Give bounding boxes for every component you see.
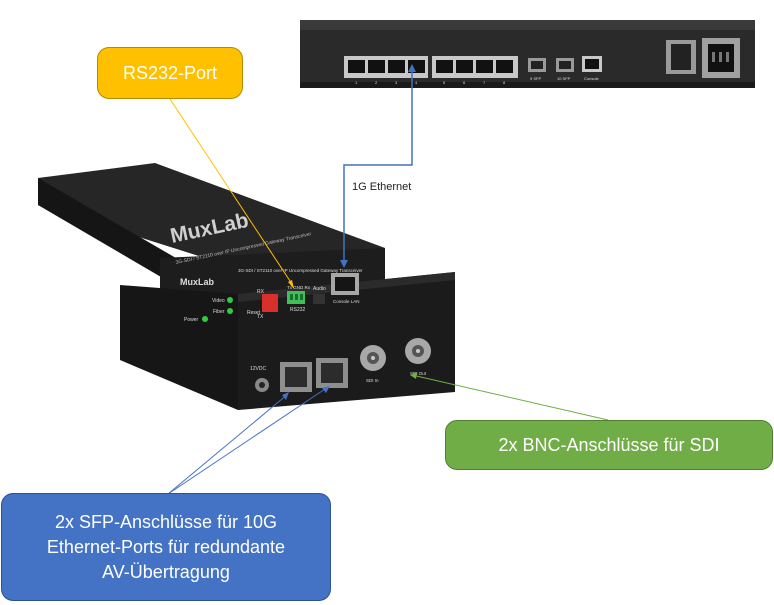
arrow-up-icon — [408, 64, 416, 72]
switch-port-group-2 — [432, 56, 518, 78]
bnc-leader-line — [411, 374, 609, 421]
dip-switch — [262, 294, 278, 312]
switch-port-group-1 — [344, 56, 428, 78]
sfp-callout-line-2: Ethernet-Ports für redundante — [46, 536, 286, 557]
power-led-label: Power — [184, 317, 199, 323]
video-led — [227, 297, 233, 303]
bnc-connectors-callout: 2x BNC-Anschlüsse für SDI — [445, 420, 773, 470]
rs232-label: RS232 — [290, 307, 306, 313]
rs232-leader-line — [169, 98, 293, 285]
arrow-icon — [288, 280, 294, 289]
switch-port-label: 7 — [483, 80, 486, 85]
arrow-icon — [282, 392, 289, 400]
sfp-leader-line-2 — [167, 386, 329, 495]
sfp-ports-callout: 2x SFP-Anschlüsse für 10G Ethernet-Ports… — [1, 493, 331, 601]
bnc-callout-text: 2x BNC-Anschlüsse für SDI — [498, 434, 720, 455]
switch-port-label: 6 — [463, 80, 466, 85]
switch-port-label: 5 — [443, 80, 446, 85]
switch-port-label: 4 — [415, 80, 418, 85]
gateway-transceiver: MuxLab 3G-SDI / ST2110 over IP Uncompres… — [38, 163, 455, 410]
switch-sfp-label: 9 SFP — [530, 76, 541, 81]
sdi-in-label: SDI In — [366, 378, 379, 383]
fiber-led — [227, 308, 233, 314]
rear-brand-logo: MuxLab — [180, 277, 215, 287]
switch-sfp-label: 10 SFP — [557, 76, 571, 81]
power-led — [202, 316, 208, 322]
rs232-port-callout: RS232-Port — [97, 47, 243, 99]
switch-port-label: 1 — [355, 80, 358, 85]
tx-label: TX — [257, 314, 264, 320]
switch-port-label: 2 — [375, 80, 378, 85]
rs232-callout-text: RS232-Port — [122, 62, 218, 83]
network-switch: 1 2 3 4 5 6 7 8 9 SFP 10 SFP Console — [300, 20, 755, 88]
sfp-callout-line-3: AV-Übertragung — [102, 561, 230, 582]
video-led-label: Video — [212, 298, 225, 304]
rs232-pin-label: Tx GND Rx — [287, 285, 311, 290]
sdi-out-label: SDI Out — [410, 371, 427, 376]
rear-face-text: 3G-SDI / ST2110 over IP Uncompressed Gat… — [238, 268, 363, 273]
sfp-callout-line-1: 2x SFP-Anschlüsse für 10G — [54, 511, 278, 532]
audio-label: Audio — [313, 286, 326, 292]
arrow-icon — [410, 372, 417, 379]
console-lan-label: Console LAN — [333, 299, 360, 304]
reset-label: Reset — [247, 310, 261, 316]
ethernet-cable-line — [343, 70, 413, 263]
ethernet-connection-label: 1G Ethernet — [352, 181, 412, 193]
switch-port-label: 8 — [503, 80, 506, 85]
arrow-icon — [322, 386, 330, 393]
arrow-down-icon — [340, 260, 348, 268]
switch-console-label: Console — [584, 76, 599, 81]
rx-label: RX — [257, 289, 265, 295]
switch-port-label: 3 — [395, 80, 398, 85]
sfp-leader-line-1 — [167, 393, 289, 495]
fiber-led-label: Fiber — [213, 309, 225, 315]
dc-label: 12VDC — [250, 366, 267, 372]
